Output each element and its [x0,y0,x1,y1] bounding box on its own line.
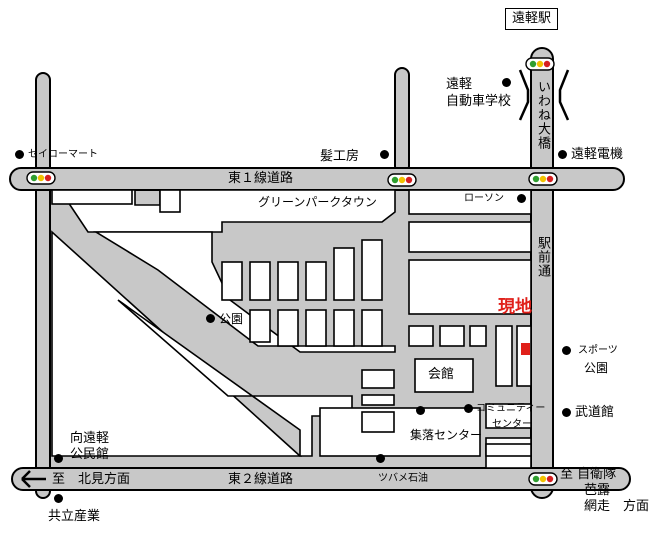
community-center-label-2: センター [492,419,532,430]
kyoritsu-dot [54,494,63,503]
seicomart-dot [15,150,24,159]
road-central-vertical [394,67,410,174]
mukaiengaru-dot [54,454,63,463]
seicomart-label: セイコーマート [28,149,98,160]
driving-school-label-1: 遠軽 [446,77,473,92]
sports-park-label-2: 公園 [584,361,609,375]
west-arrow [21,470,46,488]
kyoritsu-label: 共立産業 [48,509,101,524]
block-greenpark-west [51,189,133,205]
barber-dot [380,150,389,159]
bridge-right-bracket [558,69,570,121]
station-label: 遠軽駅 [505,8,559,30]
budokan-dot [562,408,571,417]
bridge-left-bracket [518,69,530,121]
tsubame-dot [376,454,385,463]
engaru-denki-label: 遠軽電機 [571,147,624,162]
shuraku-center-dot [416,406,425,415]
road-west-vertical [35,72,51,499]
dest-east-1: 至 自衛隊 [560,467,617,482]
sports-park-label-1: スポーツ [578,345,618,356]
current-location-label: 現地 [498,297,532,317]
block-diagonal-strip [93,231,396,353]
signal-east1-west [26,171,56,185]
engaru-denki-dot [558,150,567,159]
kaikan-building [414,358,474,393]
current-location-marker [521,343,530,355]
block-north-east-2 [408,259,532,315]
block-south-center [319,407,481,457]
road-label-east1: 東１線道路 [228,171,294,186]
mukaiengaru-label-2: 公民館 [70,447,110,462]
green-park-town-label: グリーンパークタウン [258,195,377,209]
block-north-east-1 [408,221,532,253]
signal-east1-center [387,173,417,187]
lawson-dot [517,194,526,203]
driving-school-dot [502,78,511,87]
mukaiengaru-label-1: 向遠軽 [70,431,110,446]
road-label-ekimae: 駅前通 [535,236,550,278]
community-center-dot [464,404,473,413]
road-label-bridge: いわね大橋 [535,80,550,150]
dest-west: 至 北見方面 [52,472,131,487]
budokan-label: 武道館 [575,405,615,420]
shuraku-center-label: 集落センター [410,428,483,442]
park-label: 公園 [219,312,244,326]
road-label-east2: 東２線道路 [228,472,294,487]
park-dot [206,314,215,323]
tsubame-label: ツバメ石油 [378,473,428,484]
kaikan-label: 会館 [428,367,455,382]
signal-east1-ekimae [528,172,558,186]
block-center-lower [117,299,353,457]
driving-school-label-2: 自動車学校 [446,94,512,109]
lawson-label: ローソン [464,193,504,204]
block-east1-south [408,189,532,215]
sports-park-dot [562,346,571,355]
dest-east-3: 網走 方面 [584,499,650,514]
signal-east2-ekimae [528,472,558,486]
signal-north-station [525,57,555,71]
green-park-lots [159,189,532,457]
dest-east-2: 芭露 [584,483,611,498]
barber-label: 髪工房 [320,149,360,164]
community-center-label-1: コミュニティー [476,403,546,414]
